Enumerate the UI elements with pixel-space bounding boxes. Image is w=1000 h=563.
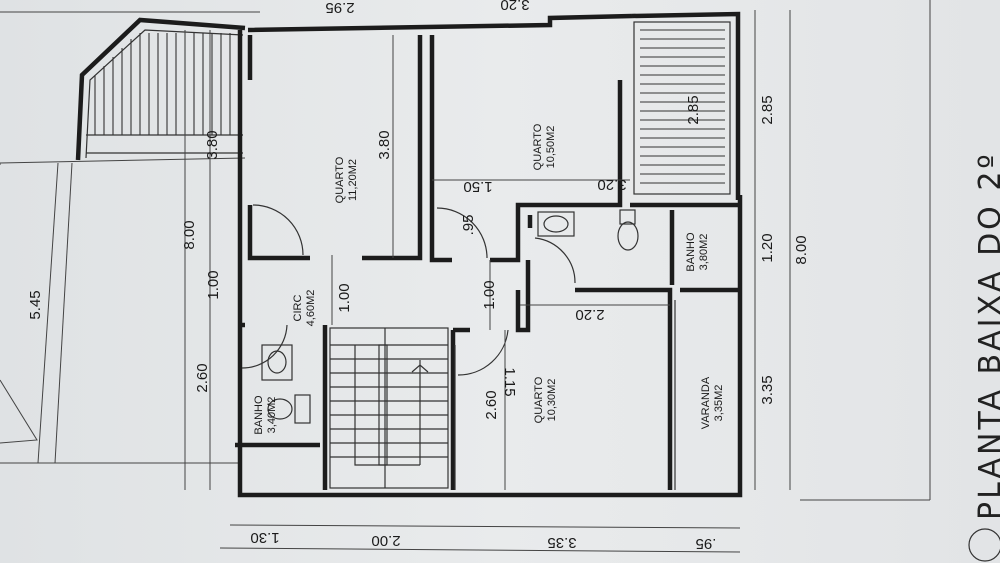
dim-right-335: 3.35 <box>759 375 776 404</box>
plan-title: PLANTA BAIXA DO 2º <box>973 151 1000 520</box>
dim-circ-100b: 1.00 <box>481 280 498 309</box>
room-banho1-name: BANHO <box>685 232 697 272</box>
sink-icon <box>543 215 569 233</box>
room-banho1-area: 3,80M2 <box>698 234 710 271</box>
dim-q3-220: 2.20 <box>575 306 604 323</box>
dim-q3-115: 1.15 <box>501 367 518 396</box>
doors <box>241 204 576 376</box>
room-varanda-area: 3,35M2 <box>713 385 725 422</box>
room-circ-name: CIRC <box>292 295 304 322</box>
room-quarto2-area: 10,50M2 <box>545 126 557 169</box>
toilet-icon <box>617 221 639 251</box>
dim-bottom-095: .95 <box>696 535 717 552</box>
dim-top-left: 2.95 <box>325 0 354 16</box>
dim-circ-100a: 1.00 <box>336 283 353 312</box>
dim-balcony-right: 2.85 <box>685 95 702 124</box>
room-banho2-area: 3,40M2 <box>266 397 278 434</box>
room-quarto3-area: 10,30M2 <box>546 379 558 422</box>
room-circ-area: 4,60M2 <box>305 290 317 327</box>
left-balcony <box>75 17 246 161</box>
site-outline <box>0 11 260 464</box>
dim-circ-095: .95 <box>460 215 477 236</box>
right-balcony <box>633 21 731 195</box>
dim-circ-150: 1.50 <box>463 178 492 195</box>
title-marker-icon <box>968 528 1000 562</box>
dim-quarto1-depth: 3.80 <box>376 130 393 159</box>
dim-bottom-200: 2.00 <box>371 532 400 549</box>
dim-bottom-130: 1.30 <box>250 529 279 546</box>
room-varanda-name: VARANDA <box>700 376 712 429</box>
dim-q3-260: 2.60 <box>483 390 500 419</box>
room-banho2-name: BANHO <box>253 395 265 435</box>
fixtures <box>261 209 639 424</box>
room-labels: QUARTO 11,20M2 QUARTO 10,50M2 QUARTO 10,… <box>253 123 725 434</box>
walls <box>235 11 743 498</box>
room-quarto1-name: QUARTO <box>334 156 346 203</box>
room-quarto1-area: 11,20M2 <box>347 159 359 201</box>
dim-balcony-320: 3.20 <box>597 176 626 193</box>
toilet-icon <box>267 398 293 420</box>
dim-right-285: 2.85 <box>759 95 776 124</box>
dim-balcony-left: 3.80 <box>204 130 221 159</box>
dimension-labels: 2.95 3.20 3.80 3.80 2.85 3.20 2.85 1.20 … <box>27 0 810 552</box>
dim-left-800: 8.00 <box>181 220 198 249</box>
dim-top-right: 3.20 <box>500 0 529 13</box>
dimension-lines <box>184 10 791 553</box>
dim-left-545: 5.45 <box>27 290 44 319</box>
dim-bottom-335: 3.35 <box>547 534 576 551</box>
staircase <box>329 327 449 489</box>
room-quarto3-name: QUARTO <box>533 376 545 423</box>
drawing-title: PLANTA BAIXA DO 2º <box>800 0 1000 562</box>
sink-icon <box>267 350 287 374</box>
dim-left-100: 1.00 <box>205 270 222 299</box>
dim-left-260: 2.60 <box>194 363 211 392</box>
room-quarto2-name: QUARTO <box>532 123 544 170</box>
dim-right-120: 1.20 <box>759 233 776 262</box>
dim-right-800: 8.00 <box>793 235 810 264</box>
